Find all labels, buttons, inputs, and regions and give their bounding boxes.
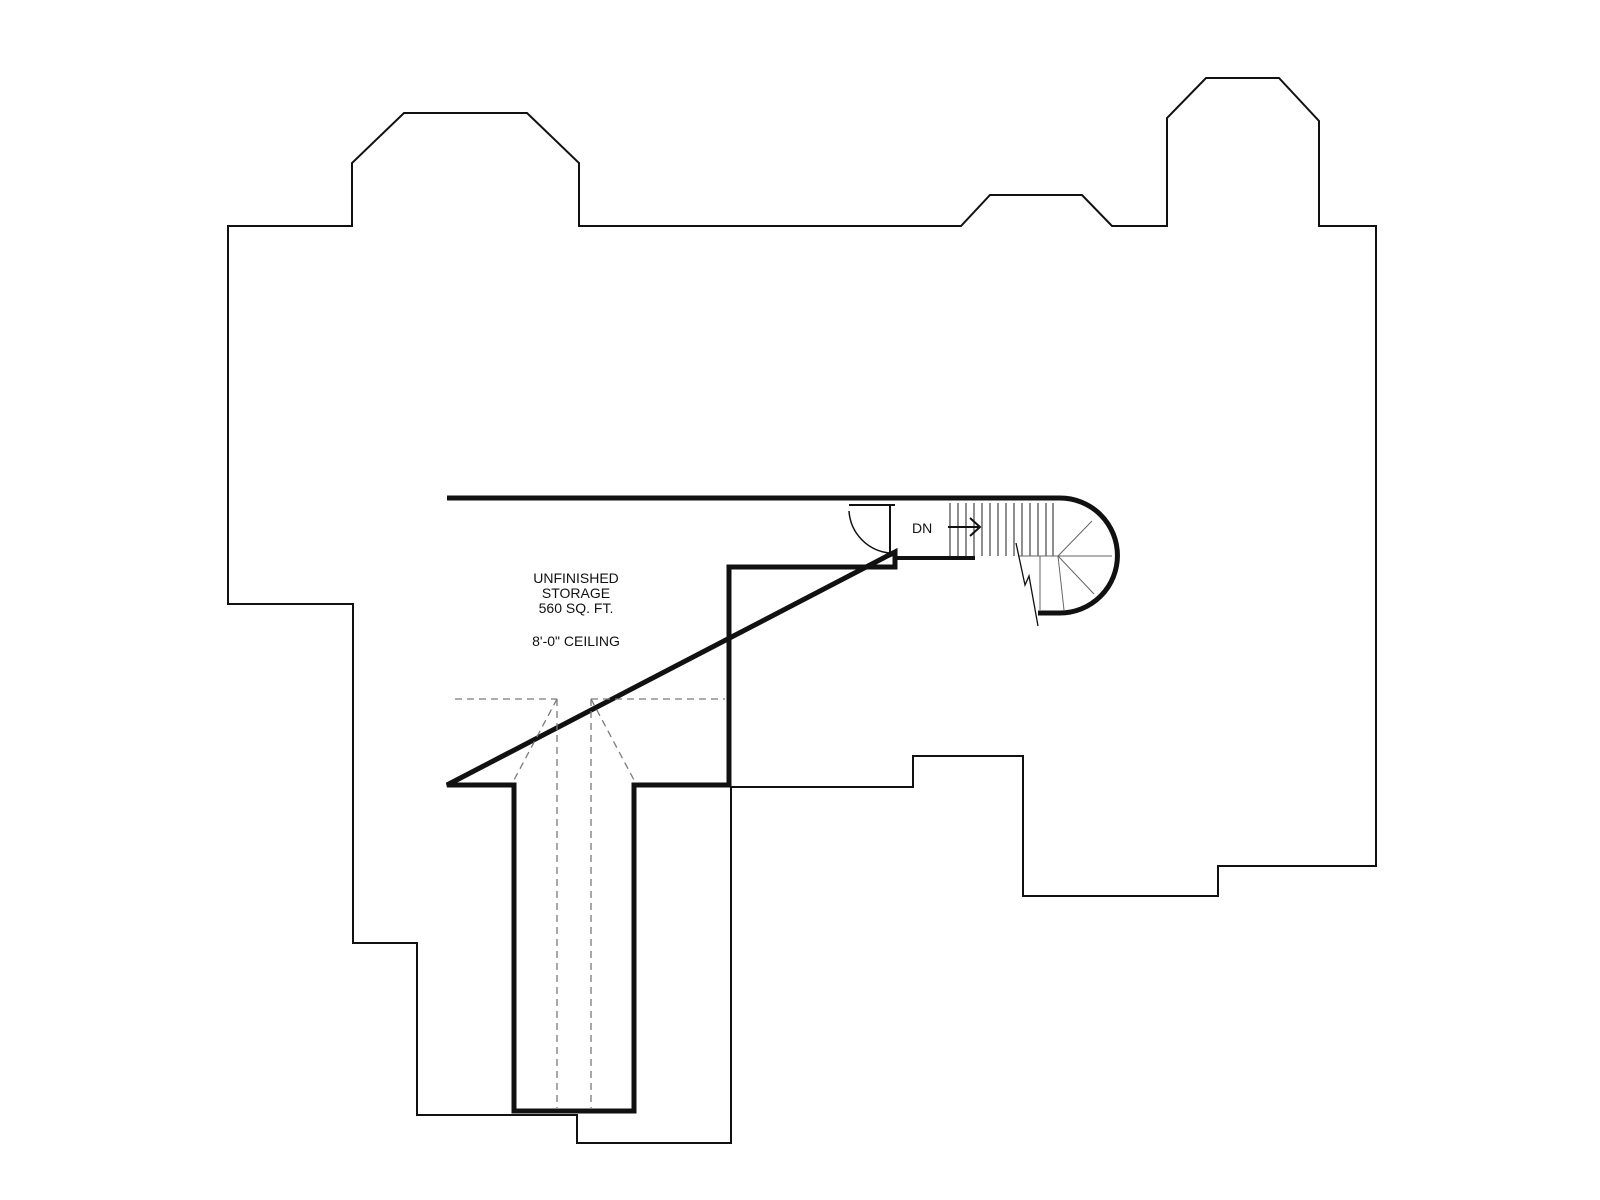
room-name-line-1: UNFINISHED xyxy=(533,570,619,586)
stair-break-line xyxy=(1015,542,1039,627)
down-arrow-head-icon xyxy=(969,517,982,537)
door-swing-arc xyxy=(848,510,891,554)
stair-enclosure-wall xyxy=(895,495,1120,616)
stair-winders xyxy=(1018,520,1112,611)
room-name-line-2: STORAGE xyxy=(542,585,610,601)
room-ceiling-height: 8'-0" CEILING xyxy=(532,633,620,649)
ceiling-slope-lines xyxy=(455,698,725,1108)
stair-treads xyxy=(949,503,1054,556)
storage-room-wall xyxy=(445,495,898,1114)
house-footprint-outline xyxy=(227,77,1377,1144)
room-area: 560 SQ. FT. xyxy=(539,600,614,616)
stair-down-label: DN xyxy=(912,520,932,536)
